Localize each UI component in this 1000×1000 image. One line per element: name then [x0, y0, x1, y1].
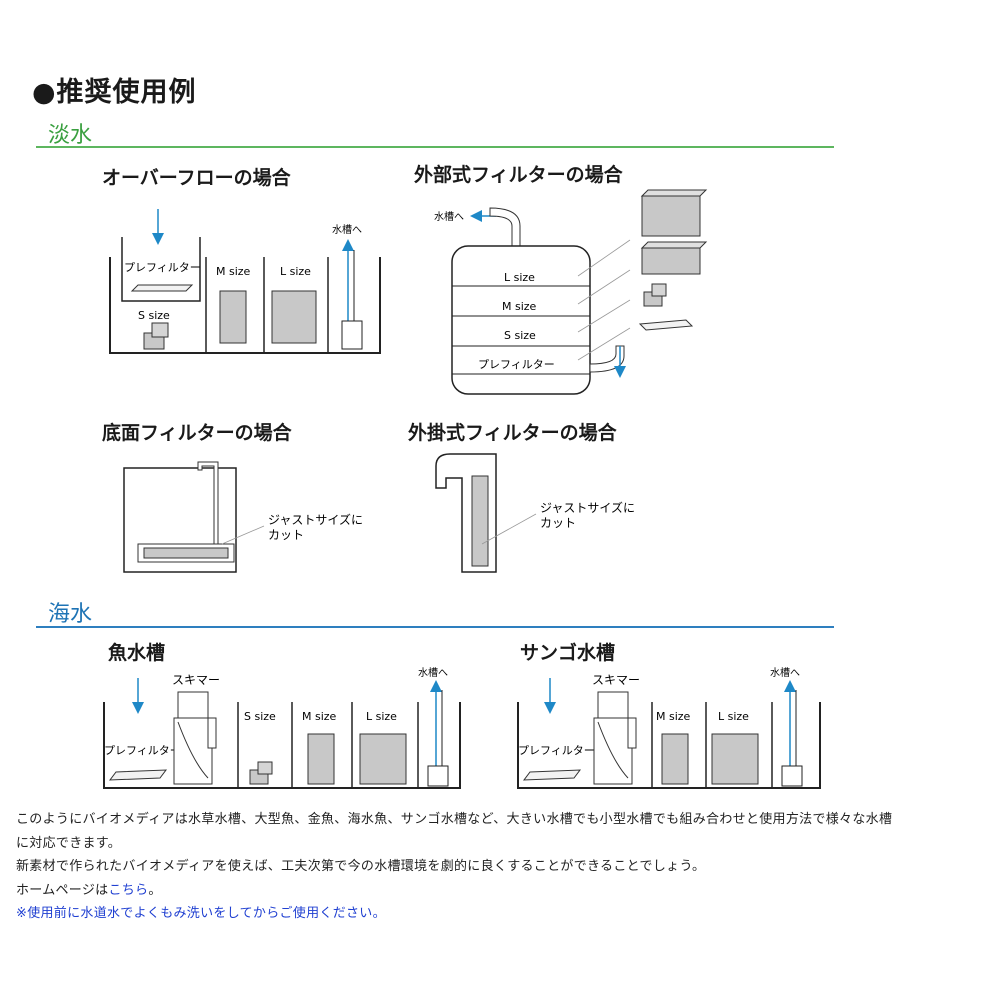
homepage-line: ホームページはこちら。: [16, 882, 162, 900]
prefilter-pad: [522, 769, 582, 781]
prefilter-pad: [108, 769, 168, 781]
skimmer-label: スキマー: [172, 673, 220, 687]
overflow-diagram: プレフィルター S size M size L size 水槽へ: [109, 209, 381, 354]
bottom-diagram: ジャストサイズに カット: [123, 461, 363, 573]
prefilter-label: プレフィルター: [124, 261, 201, 274]
m-size-block: [219, 290, 247, 344]
pump: [341, 320, 363, 350]
s-size-label: S size: [138, 309, 170, 322]
coral-title: サンゴ水槽: [520, 642, 616, 664]
pump: [427, 765, 449, 787]
s-size-cubes: [249, 761, 273, 785]
homepage-prefix: ホームページは: [16, 883, 109, 898]
layer-prefilter: プレフィルター: [478, 358, 555, 371]
s-size-cubes: [143, 322, 169, 350]
to-tank-label: 水槽へ: [770, 666, 800, 679]
pump: [781, 765, 803, 787]
layer-m: M size: [502, 300, 537, 313]
m-size-label: M size: [656, 710, 691, 723]
hangon-diagram: ジャストサイズに カット: [435, 453, 635, 573]
m-size-label: M size: [216, 265, 251, 278]
paragraph-1-line-1: このようにバイオメディアは水草水槽、大型魚、金魚、海水魚、サンゴ水槽など、大きい…: [16, 812, 893, 827]
bottom-note-1: ジャストサイズに: [268, 512, 363, 527]
m-size-block: [307, 733, 335, 785]
skimmer: [173, 691, 217, 785]
caution-note: ※使用前に水道水でよくもみ洗いをしてからご使用ください。: [16, 906, 386, 921]
hangon-note-1: ジャストサイズに: [540, 500, 635, 515]
prefilter-pad: [130, 284, 194, 292]
m-size-block: [640, 241, 708, 275]
homepage-suffix: 。: [148, 883, 162, 898]
s-size-label: S size: [244, 710, 276, 723]
l-size-label: L size: [280, 265, 311, 278]
to-tank-label: 水槽へ: [434, 210, 464, 223]
saltwater-divider: [36, 626, 834, 628]
paragraph-2: 新素材で作られたバイオメディアを使えば、工夫次第で今の水槽環境を劇的に良くするこ…: [16, 859, 706, 874]
page-title: ●推奨使用例: [32, 77, 197, 108]
to-tank-label: 水槽へ: [332, 223, 362, 236]
bottom-title: 底面フィルターの場合: [102, 422, 292, 444]
m-size-label: M size: [302, 710, 337, 723]
coral-diagram: プレフィルター スキマー M size L size 水槽へ: [517, 666, 821, 789]
l-size-block: [271, 290, 317, 344]
to-tank-label: 水槽へ: [418, 666, 448, 679]
paragraph-1-line-2: に対応できます。: [16, 836, 122, 851]
saltwater-heading: 海水: [48, 602, 93, 627]
skimmer: [593, 691, 637, 785]
sponge-pad: [471, 475, 489, 567]
sponge-pad: [143, 547, 229, 559]
m-size-block: [661, 733, 689, 785]
l-size-block: [359, 733, 407, 785]
prefilter-label: プレフィルター: [104, 744, 181, 757]
l-size-block: [711, 733, 759, 785]
l-size-block: [640, 189, 708, 237]
overflow-title: オーバーフローの場合: [102, 167, 291, 189]
l-size-label: L size: [366, 710, 397, 723]
hangon-title: 外掛式フィルターの場合: [408, 422, 617, 444]
sump-tank: [109, 257, 381, 354]
bottom-note-2: カット: [268, 528, 304, 542]
hangon-note-2: カット: [540, 516, 576, 530]
freshwater-divider: [36, 146, 834, 148]
external-title: 外部式フィルターの場合: [414, 164, 623, 186]
s-size-cubes: [643, 283, 667, 307]
layer-l: L size: [504, 271, 535, 284]
prefilter-label: プレフィルター: [518, 744, 595, 757]
prefilter-pad: [638, 319, 694, 331]
prefilter-basket: [121, 237, 201, 302]
homepage-link[interactable]: こちら: [108, 883, 149, 898]
fish-title: 魚水槽: [108, 642, 166, 664]
external-diagram: 水槽へ L size M size S size プレフィルター: [434, 189, 708, 395]
l-size-label: L size: [718, 710, 749, 723]
canister: [451, 245, 591, 395]
freshwater-heading: 淡水: [48, 123, 93, 148]
layer-s: S size: [504, 329, 536, 342]
fish-diagram: プレフィルター スキマー S size M size L size 水槽へ: [103, 666, 461, 789]
skimmer-label: スキマー: [592, 673, 640, 687]
